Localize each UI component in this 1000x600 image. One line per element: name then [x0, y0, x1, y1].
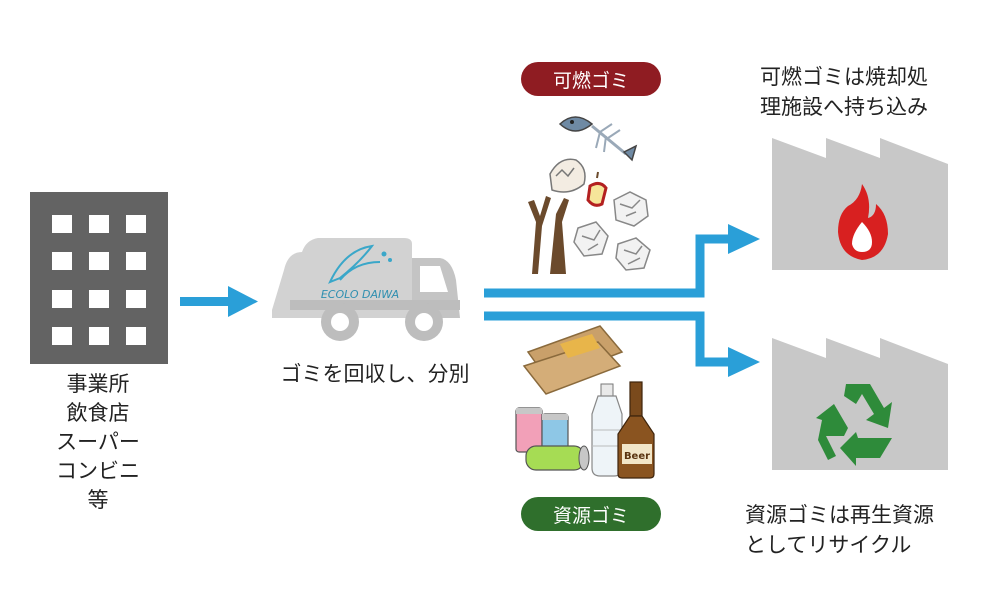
fire-icon — [838, 184, 888, 260]
garbage-truck-icon: ECOLO DAIWA — [272, 238, 460, 341]
burnable-destination-text: 可燃ゴミは焼却処 理施設へ持ち込み — [760, 62, 928, 122]
source-label-line: スーパー — [56, 430, 140, 454]
recycle-icon — [816, 384, 892, 466]
aluminum-cans-icon — [515, 407, 590, 471]
beer-bottle-icon — [617, 381, 655, 479]
resource-items-illustration: Beer — [515, 325, 655, 479]
source-label-line: 飲食店 — [66, 401, 130, 425]
recycle-destination-line: 資源ゴミは再生資源 — [745, 503, 934, 527]
source-label-line: 等 — [87, 488, 109, 512]
beer-label-text: Beer — [624, 451, 650, 462]
source-facilities-label: 事業所 飲食店 スーパー コンビニ 等 — [28, 370, 168, 515]
burnable-items-illustration — [528, 116, 651, 274]
burnable-destination-line: 理施設へ持ち込み — [760, 95, 928, 119]
branch-arrow-recycle — [484, 311, 760, 377]
arrow-to-truck — [180, 286, 258, 317]
ecolo-daiwa-logo — [328, 244, 392, 284]
egg-shell-icon — [549, 158, 586, 193]
resource-waste-badge: 資源ゴミ — [521, 497, 661, 531]
incineration-factory-icon — [772, 138, 948, 270]
source-label-line: 事業所 — [66, 372, 130, 396]
fish-bone-icon — [558, 116, 638, 162]
burnable-destination-line: 可燃ゴミは焼却処 — [760, 65, 928, 89]
branch-arrow-burnable — [484, 224, 760, 298]
crumpled-paper-icon — [573, 191, 651, 271]
source-label-line: コンビニ — [56, 459, 140, 483]
recycle-destination-text: 資源ゴミは再生資源 としてリサイクル — [745, 500, 934, 560]
office-building-icon — [30, 192, 168, 364]
branches-icon — [528, 196, 569, 274]
truck-logo-text: ECOLO DAIWA — [321, 288, 399, 301]
apple-core-icon — [586, 171, 608, 207]
truck-caption: ゴミを回収し、分別 — [280, 362, 470, 386]
plastic-bottle-icon — [591, 383, 623, 477]
cardboard-icon — [522, 325, 624, 395]
recycle-destination-line: としてリサイクル — [745, 533, 912, 557]
recycling-factory-icon — [772, 338, 948, 470]
burnable-waste-badge: 可燃ゴミ — [521, 62, 661, 96]
